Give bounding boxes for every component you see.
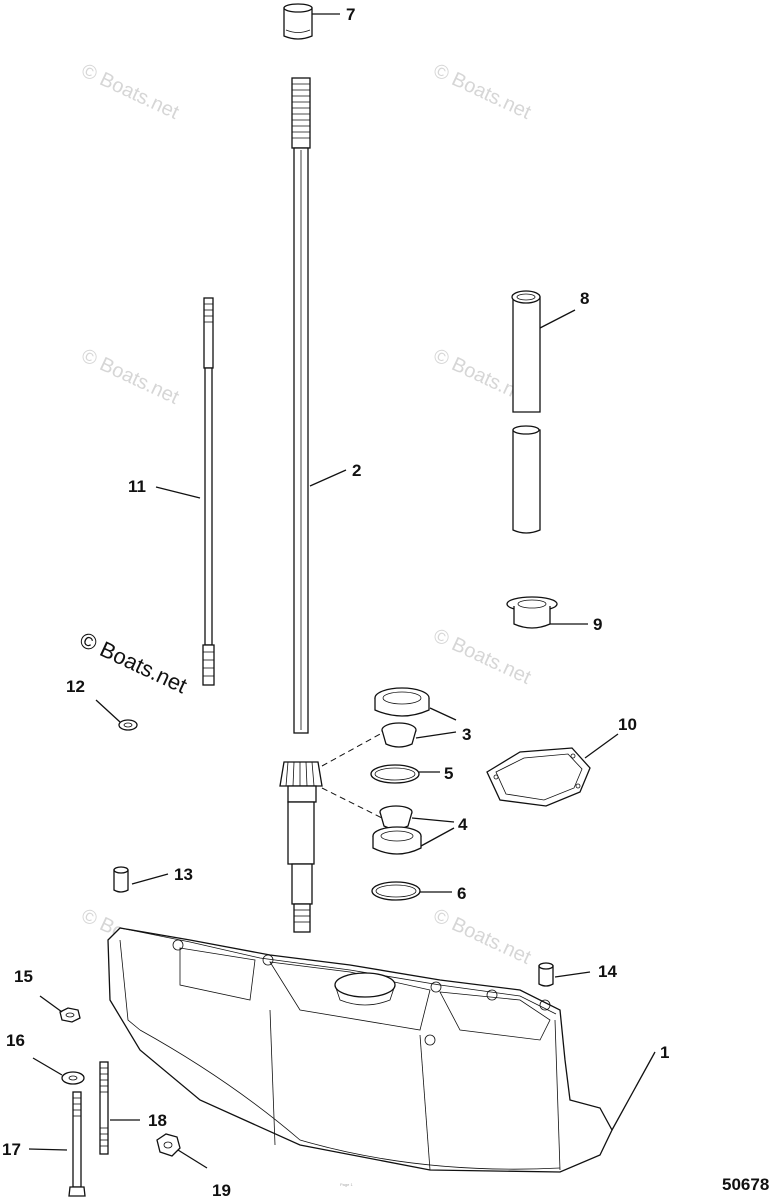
part-17-bolt bbox=[68, 1091, 86, 1197]
callout-15: 15 bbox=[14, 967, 33, 986]
part-11-stud bbox=[202, 297, 215, 686]
callout-8: 8 bbox=[580, 289, 589, 308]
alignment-lines bbox=[321, 732, 383, 819]
part-14-dowel bbox=[538, 962, 554, 987]
part-5-o-ring bbox=[370, 764, 420, 784]
part-7-bushing bbox=[283, 3, 313, 40]
callout-3: 3 bbox=[462, 725, 471, 744]
watermark: © Boats.net bbox=[430, 905, 535, 969]
part-2-drive-shaft bbox=[279, 77, 323, 933]
callout-17: 17 bbox=[2, 1140, 21, 1159]
callout-2: 2 bbox=[352, 461, 361, 480]
part-19-nut bbox=[156, 1133, 181, 1157]
watermark: © Boats.net bbox=[430, 625, 535, 689]
part-9-grommet bbox=[506, 596, 558, 629]
watermark: © Boats.net bbox=[78, 345, 183, 409]
callout-18: 18 bbox=[148, 1111, 167, 1130]
callout-16: 16 bbox=[6, 1031, 25, 1050]
part-8-water-tube bbox=[511, 290, 541, 534]
callout-4: 4 bbox=[458, 815, 468, 834]
callout-12: 12 bbox=[66, 677, 85, 696]
callout-13: 13 bbox=[174, 865, 193, 884]
watermark: © Boats.net bbox=[430, 60, 535, 124]
part-4-bearing bbox=[372, 805, 422, 855]
callout-labels: 7 1 2 3 5 4 6 8 9 10 11 12 13 14 15 16 1… bbox=[2, 5, 669, 1200]
part-6-o-ring bbox=[371, 881, 421, 901]
callout-9: 9 bbox=[593, 615, 602, 634]
diagram-number: 50678 bbox=[722, 1175, 769, 1194]
callout-10: 10 bbox=[618, 715, 637, 734]
callout-19: 19 bbox=[212, 1181, 231, 1200]
callout-6: 6 bbox=[457, 884, 466, 903]
callout-7: 7 bbox=[346, 5, 355, 24]
part-16-washer bbox=[61, 1071, 85, 1085]
footer-fine-print: Page 1 bbox=[340, 1182, 353, 1187]
leader-lines bbox=[28, 13, 656, 1169]
part-13-dowel bbox=[113, 866, 129, 893]
part-18-stud bbox=[99, 1061, 109, 1155]
part-15-nut bbox=[59, 1007, 81, 1023]
part-12-washer bbox=[118, 719, 138, 731]
callout-11: 11 bbox=[128, 477, 146, 496]
part-3-bearing bbox=[374, 687, 430, 748]
callout-14: 14 bbox=[598, 962, 617, 981]
part-10-gasket bbox=[486, 747, 591, 807]
watermark-overlay: © Boats.net bbox=[76, 627, 191, 698]
part-1-housing bbox=[107, 927, 613, 1173]
watermark: © Boats.net bbox=[78, 60, 183, 124]
callout-1: 1 bbox=[660, 1043, 669, 1062]
callout-5: 5 bbox=[444, 764, 453, 783]
